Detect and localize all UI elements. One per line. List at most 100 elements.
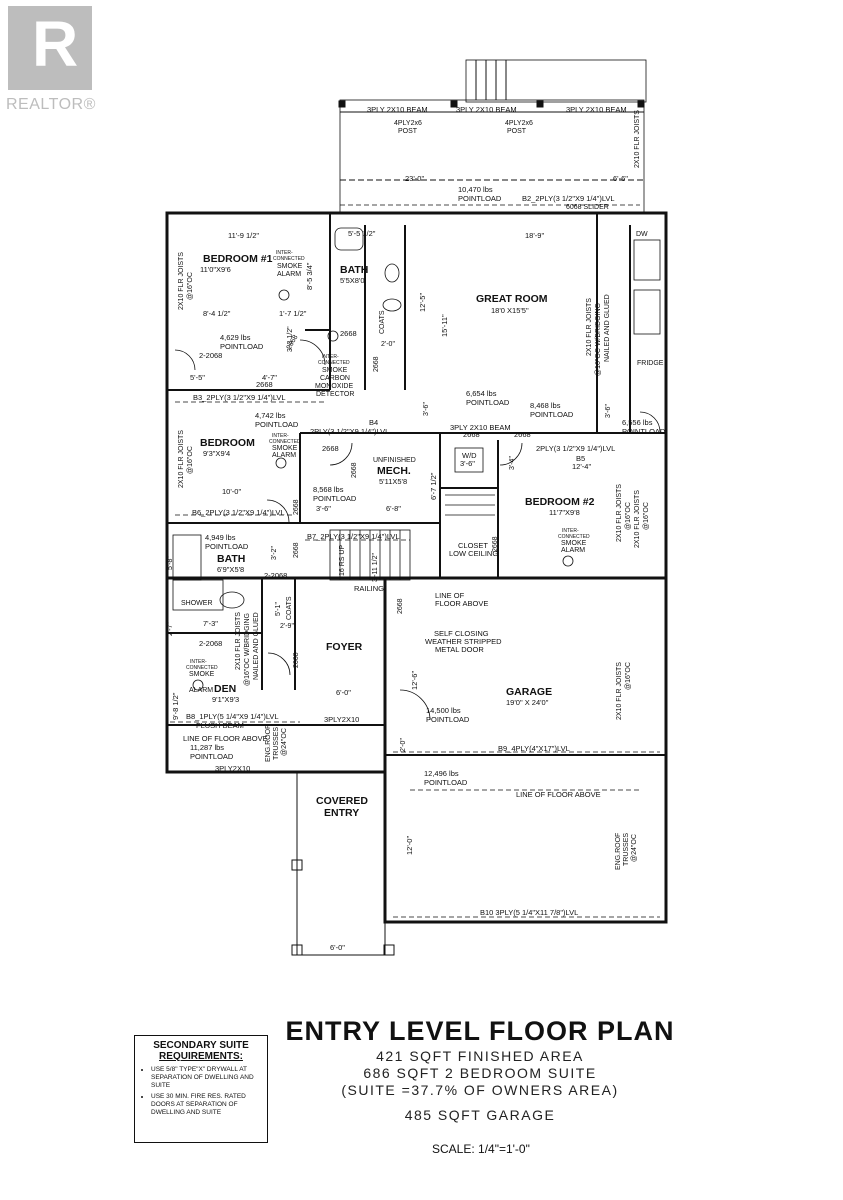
dim-6-0b: 6'-0" — [330, 943, 345, 952]
room-bath2-dims: 6'9"X5'8 — [217, 565, 244, 574]
room-foyer: FOYER — [326, 641, 363, 653]
beam-label-top-middle: 3PLY 2X10 BEAM — [456, 105, 517, 114]
joist-note-5: @16"OC W/BRIDGING — [595, 303, 602, 376]
suite-requirement-drywall: USE 5/8" TYPE"X" DRYWALL AT SEPARATION O… — [151, 1066, 261, 1090]
alarm2-line1: INTER- — [322, 354, 339, 360]
dim-3-2: 3'-2" — [271, 546, 278, 560]
room-den: DEN — [214, 683, 236, 695]
beam-b5-tag: B5 — [576, 454, 585, 463]
alarm5-line2: CONNECTED — [186, 665, 218, 671]
point-loads: 10,470 lbs POINTLOAD 4,629 lbs POINTLOAD… — [190, 185, 666, 787]
dim-3-6a: 3'-6" — [423, 402, 430, 416]
beam-labels: 3PLY 2X10 BEAM 3PLY 2X10 BEAM 3PLY 2X10 … — [186, 105, 627, 917]
dim-6-0: 6'-0" — [336, 688, 351, 697]
alarm4-line1: INTER- — [562, 528, 579, 534]
alarm5-line1: INTER- — [190, 659, 207, 665]
room-bath2: BATH — [217, 553, 245, 565]
joist-note-4: 2X10 FLR JOISTS — [586, 298, 593, 356]
dim-12-0: 12'-0" — [405, 836, 414, 855]
room-bedroom1-dims: 11'0"X9'6 — [200, 265, 231, 274]
dim-5-8: 5'-8" — [167, 556, 174, 570]
dim-6-8: 6'-8" — [386, 504, 401, 513]
label-shower: SHOWER — [181, 600, 213, 607]
beam-3ply: 3PLY 2X10 BEAM — [450, 423, 511, 432]
door-2668-l: 2668 — [397, 598, 404, 614]
dim-8-4: 8'-4 1/2" — [203, 309, 231, 318]
alarm4-line2: CONNECTED — [558, 534, 590, 540]
beam-lines — [170, 204, 660, 918]
door-2668-i: 2668 — [293, 499, 300, 515]
load-8468-label: POINTLOAD — [530, 410, 574, 419]
joist-note-1: 2X10 FLR JOISTS — [178, 252, 185, 310]
dim-12-5: 12'-5" — [418, 293, 427, 312]
note-floor-above: FLOOR ABOVE — [435, 599, 488, 608]
suite-requirements-list: USE 5/8" TYPE"X" DRYWALL AT SEPARATION O… — [141, 1066, 261, 1117]
load-4629-label: POINTLOAD — [220, 342, 264, 351]
dim-4-7: 4'-7" — [262, 373, 277, 382]
alarm4-line3: SMOKE — [561, 540, 587, 547]
garage-area: 485 SQFT GARAGE — [404, 1107, 556, 1123]
realtor-wordmark: REALTOR® — [6, 96, 96, 113]
alarm2-line2: CONNECTED — [318, 360, 350, 366]
beam-b10: B10 3PLY(5 1/4"X11 7/8")LVL — [480, 908, 578, 917]
beam-b4-tag: B4 — [369, 418, 378, 427]
note-line-floor-above-2: LINE OF FLOOR ABOVE — [183, 734, 268, 743]
load-4742-label: POINTLOAD — [255, 420, 299, 429]
beam-b2: B2_2PLY(3 1/2"X9 1/4")LVL — [522, 194, 615, 203]
suite-title-line2: REQUIREMENTS: — [159, 1051, 243, 1062]
room-den-dims: 9'1"X9'3 — [212, 695, 239, 704]
note-self-closing-2: WEATHER STRIPPED — [425, 637, 502, 646]
door-2668-f: 2668 — [463, 430, 480, 439]
dim-3-3: 3'-3 1/2" — [287, 326, 294, 352]
suite-area: 686 SQFT 2 BEDROOM SUITE — [363, 1065, 597, 1081]
beam-b6: B6_2PLY(3 1/2"X9 1/4")LVL — [192, 508, 285, 517]
note-railing: RAILING — [354, 584, 384, 593]
dimension-labels: 23'-0" 6'-6" 11'-9 1/2" 5'-5 1/2" 18'-9"… — [167, 174, 628, 952]
truss-note-1: ENG.ROOF — [265, 725, 272, 762]
suite-requirement-doors: USE 30 MIN. FIRE RES. RATED DOORS AT SEP… — [151, 1093, 261, 1117]
plan-title: ENTRY LEVEL FLOOR PLAN — [285, 1016, 675, 1046]
suite-percentage: (SUITE =37.7% OF OWNERS AREA) — [341, 1082, 619, 1098]
alarm1-line3: SMOKE — [277, 263, 303, 270]
load-6556: 6,556 lbs — [622, 418, 653, 427]
dim-5-5h: 5'-5 1/2" — [348, 229, 376, 238]
alarm5-line3: SMOKE — [189, 671, 215, 678]
room-bedroom: BEDROOM — [200, 437, 255, 449]
dim-2-7: 2'-7" — [167, 622, 174, 636]
door-2068-a: 2-2068 — [199, 351, 222, 360]
dim-5-1: 5'-1" — [275, 602, 282, 616]
load-8468: 8,468 lbs — [530, 401, 561, 410]
room-garage: GARAGE — [506, 686, 552, 698]
dim-2-9: 2'-9" — [280, 623, 294, 630]
dim-9-8: 9'-8 1/2" — [171, 692, 180, 720]
door-swings — [174, 339, 661, 721]
finished-area: 421 SQFT FINISHED AREA — [376, 1048, 584, 1064]
room-garage-dims: 19'0" X 24'0" — [506, 698, 549, 707]
room-great-room: GREAT ROOM — [476, 293, 548, 305]
post-label-2b: POST — [507, 128, 527, 135]
room-great-room-dims: 18'0 X15'5" — [491, 306, 529, 315]
load-6556-label: POINTLOAD — [622, 427, 666, 436]
note-self-closing-3: METAL DOOR — [435, 645, 484, 654]
truss-note-3: @24"OC — [281, 728, 288, 756]
joist-note-12: @16"OC W/BRIDGING — [244, 613, 251, 686]
door-labels: 2668 2-2068 2668 2668 2668 2668 2668 266… — [199, 329, 531, 668]
joist-note-8: @16"OC — [187, 446, 194, 474]
load-8568-label: POINTLOAD — [313, 494, 357, 503]
joist-note-7: 2X10 FLR JOISTS — [178, 430, 185, 488]
post-label-1a: 4PLY2x6 — [394, 120, 422, 127]
wd-label: W/D — [462, 451, 477, 460]
alarm2-line5: MONOXIDE — [315, 383, 353, 390]
beam-b4: 2PLY(3 1/2"X9 1/4")LVL — [310, 427, 389, 436]
load-10470: 10,470 lbs — [458, 185, 493, 194]
door-2668-d: 2668 — [373, 356, 380, 372]
room-bath1: BATH — [340, 264, 368, 276]
load-11287: 11,287 lbs — [190, 743, 224, 752]
load-4949-label: POINTLOAD — [205, 542, 249, 551]
suite-title: SECONDARY SUITE REQUIREMENTS: — [141, 1040, 261, 1062]
door-2668-a: 2668 — [340, 329, 357, 338]
alarm1-line1: INTER- — [276, 250, 293, 256]
alarm3-line1: INTER- — [272, 433, 289, 439]
joist-note-6: NAILED AND GLUED — [604, 294, 611, 362]
load-11287-label: POINTLOAD — [190, 752, 234, 761]
